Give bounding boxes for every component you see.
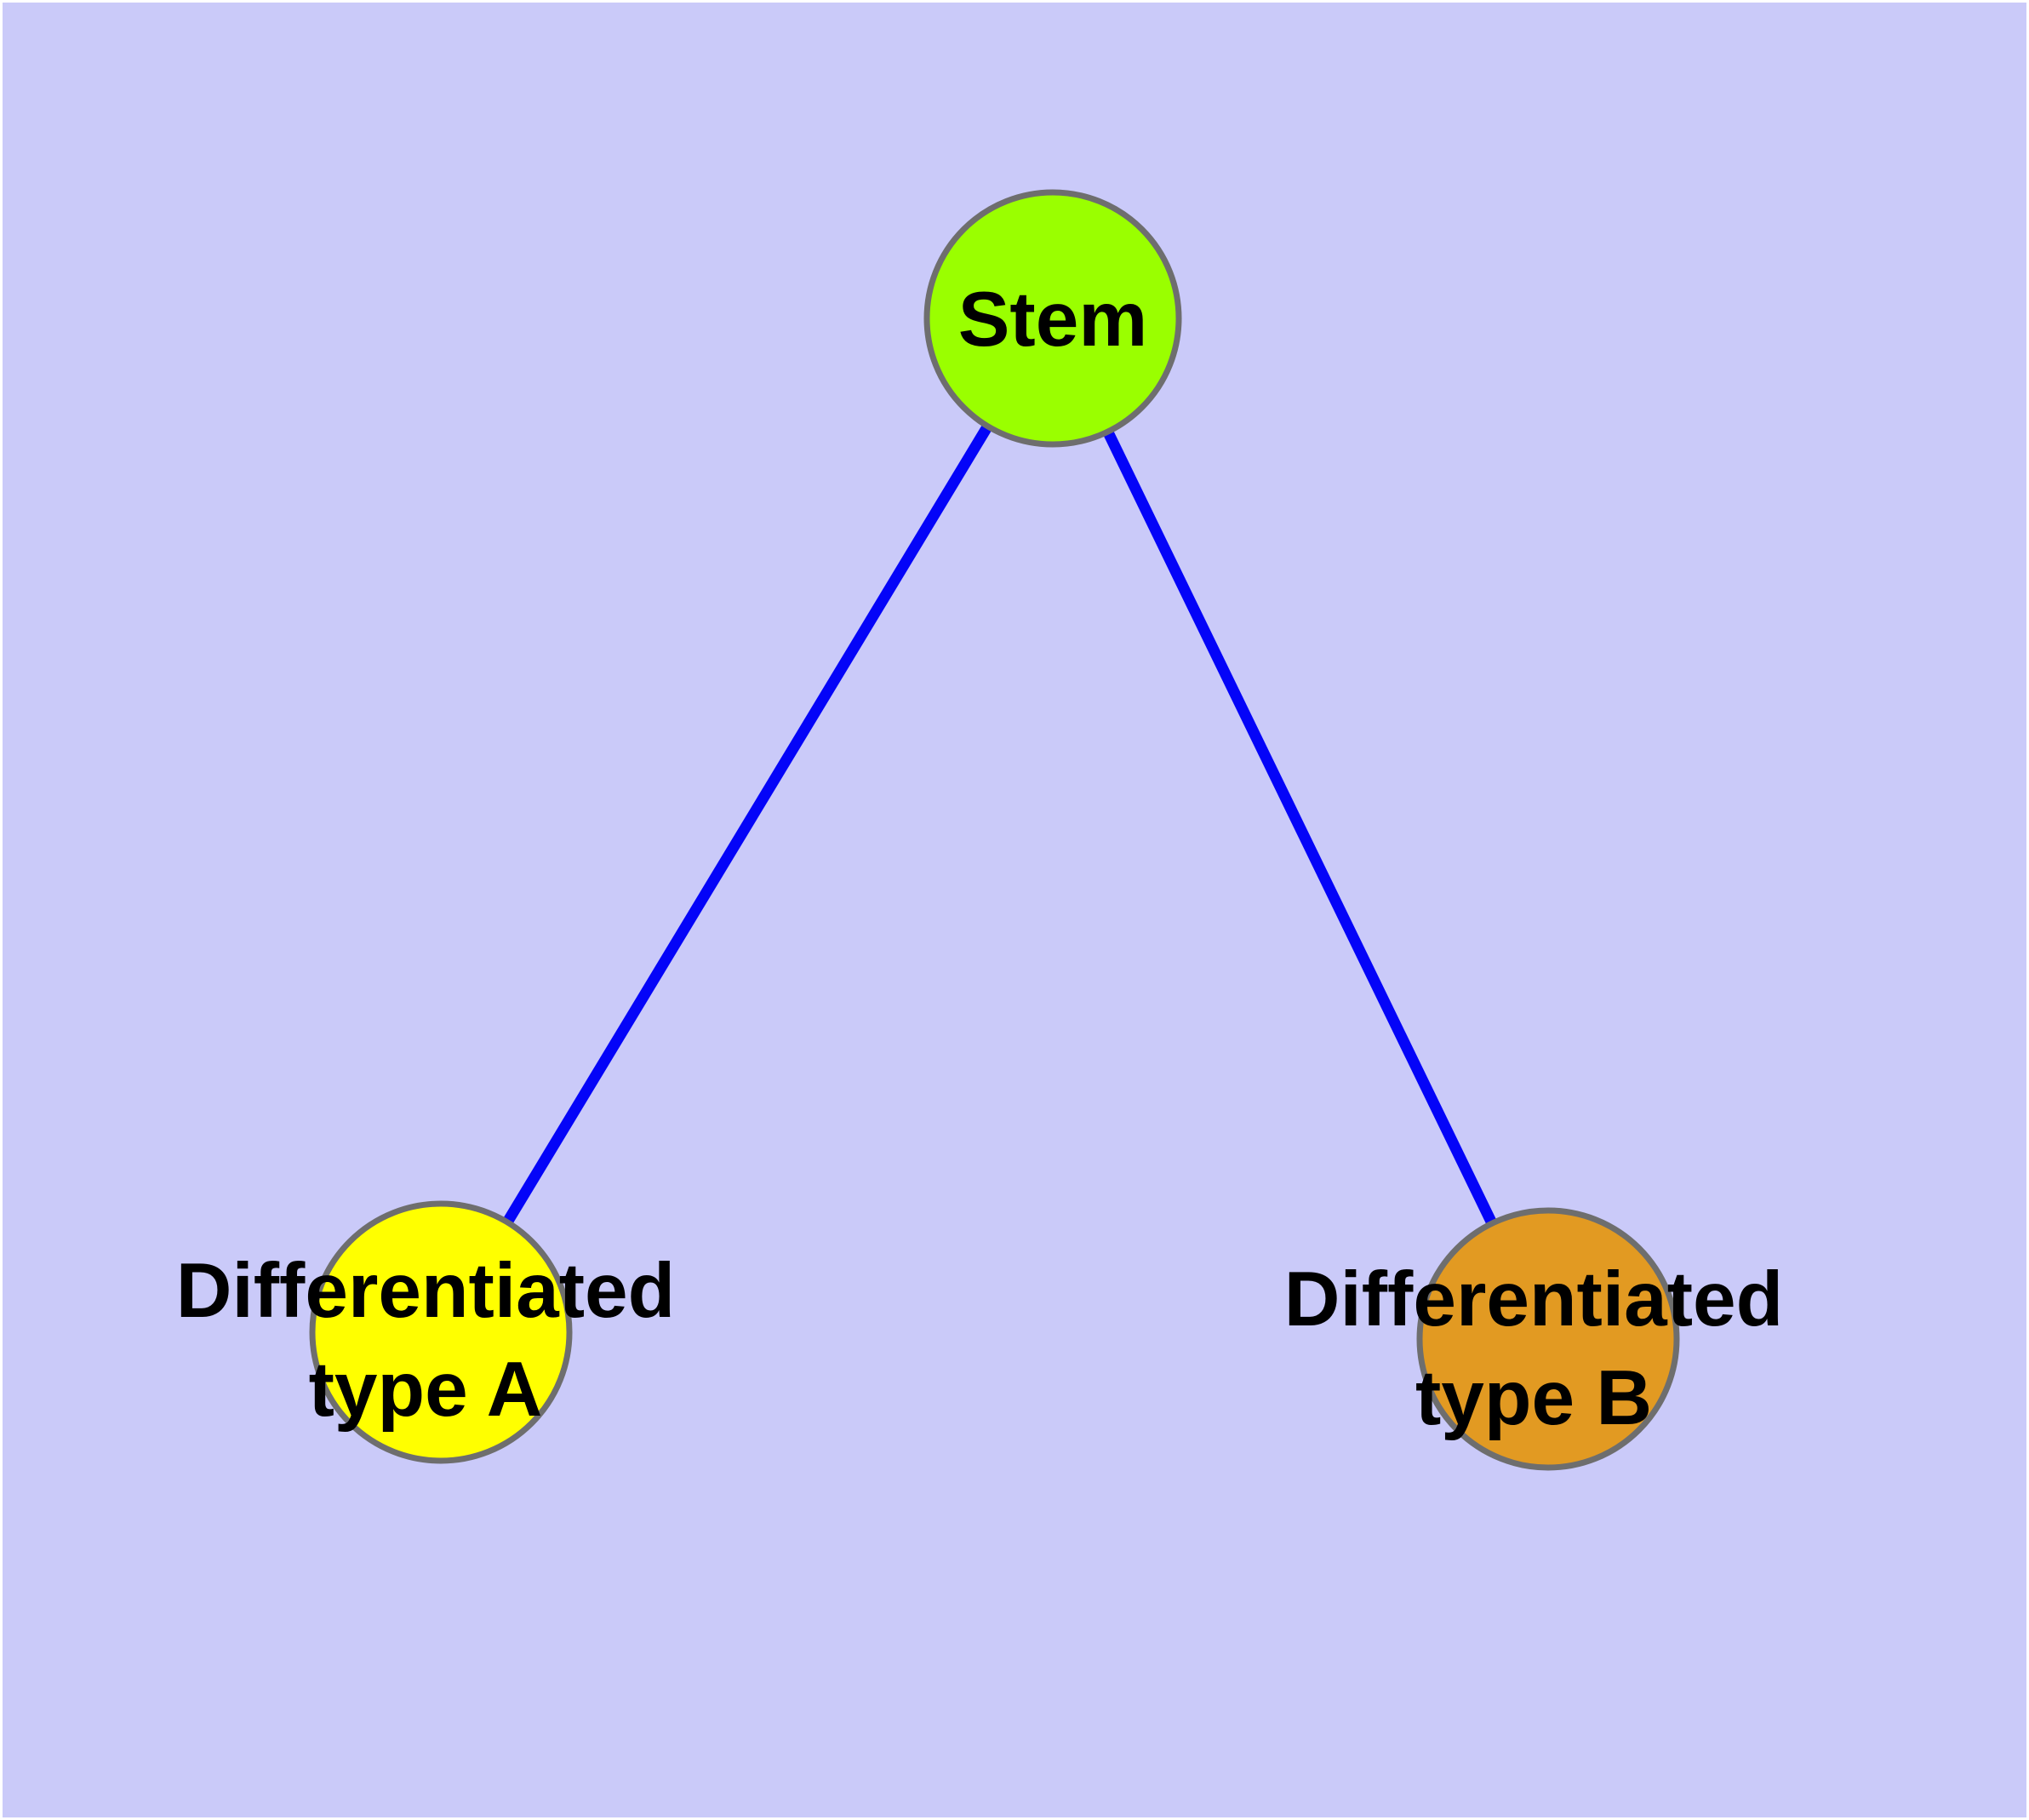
- node-type-a-label-line1: Differentiated: [176, 1248, 676, 1334]
- node-differentiated-type-b: [1416, 1207, 1680, 1471]
- node-stem-label: Stem: [958, 277, 1148, 363]
- edge-stem-to-type-b: [1048, 316, 1553, 1342]
- node-type-a-label-line2: type A: [309, 1347, 543, 1433]
- node-stem: [923, 189, 1182, 448]
- node-type-b-label-line2: type B: [1415, 1355, 1652, 1441]
- edge-stem-to-type-a: [436, 315, 1058, 1336]
- node-type-b-label-line1: Differentiated: [1284, 1256, 1784, 1342]
- node-differentiated-type-a: [309, 1200, 573, 1464]
